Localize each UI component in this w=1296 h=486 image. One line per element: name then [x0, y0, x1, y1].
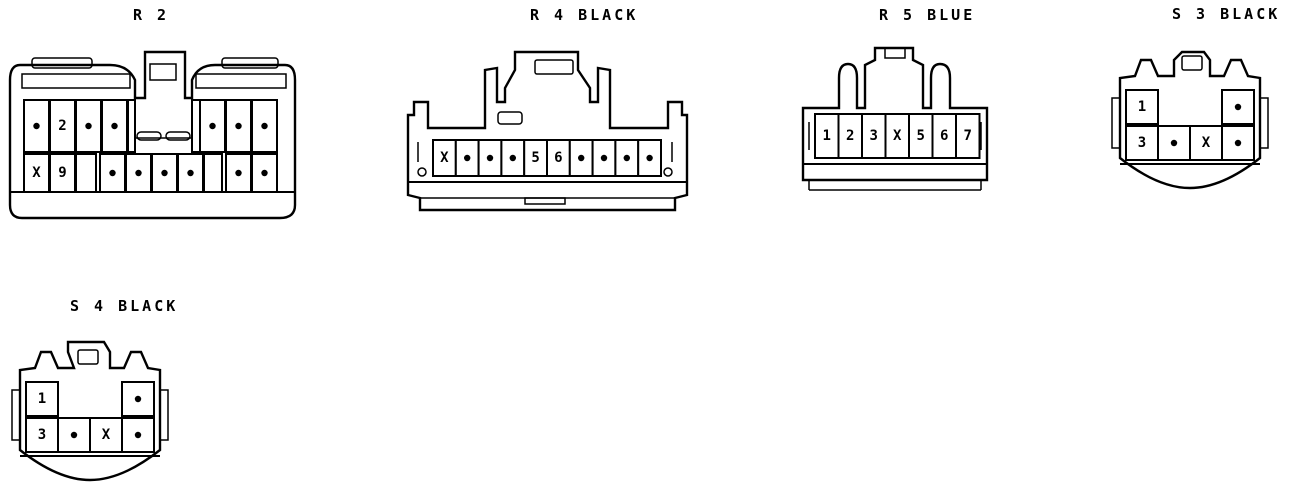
r2-pin-dot: [33, 122, 40, 130]
r2-pin-dot: [261, 169, 268, 177]
r2-cell: [191, 99, 201, 153]
r4-pin-dot: [646, 154, 653, 162]
connector-s3-diagram: 1 3 X: [1111, 50, 1269, 190]
r2-cell: [203, 153, 223, 193]
r2-pin-dot: [235, 169, 242, 177]
connector-s4-title: S 4 BLACK: [70, 297, 179, 315]
connector-r4-title: R 4 BLACK: [530, 6, 639, 24]
r5-pin-label: 1: [823, 128, 831, 144]
r4-pin-label: 6: [554, 150, 562, 166]
s4-pin-dot: [134, 395, 142, 403]
r2-pin-grid: 2X 9: [23, 99, 278, 193]
r4-pin-dot: [509, 154, 516, 162]
s4-pin-label: 3: [38, 427, 46, 443]
r5-pin-label: 7: [964, 128, 972, 144]
s4-pin-label: X: [102, 427, 111, 443]
s4-cell: [89, 417, 123, 453]
r2-cell: [125, 153, 152, 193]
s3-pin-label: 1: [1138, 99, 1146, 115]
r2-pin-dot: [209, 122, 216, 130]
s3-cell: [1125, 125, 1159, 161]
r2-pin-dot: [111, 122, 118, 130]
s3-cell: [1125, 89, 1159, 125]
r4-pin-dot: [578, 154, 585, 162]
connector-r5-title: R 5 BLUE: [879, 6, 976, 24]
s4-pin-dot: [134, 431, 142, 439]
r5-pin-label: 2: [846, 128, 854, 144]
r4-pin-dot: [600, 154, 608, 162]
s4-pin-dot: [70, 431, 78, 439]
r5-pin-label: 3: [870, 128, 878, 144]
s3-pin-grid: 1 3 X: [1125, 89, 1255, 161]
r4-pin-dot: [486, 154, 494, 162]
s3-pin-dot: [1234, 139, 1242, 147]
r2-cell: [75, 153, 97, 193]
r2-pin-dot: [109, 169, 116, 177]
connector-r2-diagram: 2X 9: [8, 50, 297, 220]
r5-pin-label: 5: [917, 128, 925, 144]
r2-pin-dot: [161, 169, 168, 177]
r4-pin-label: 5: [531, 150, 539, 166]
r2-pin-label: X: [32, 165, 41, 181]
r2-cell: [127, 99, 136, 153]
r2-pin-dot: [85, 122, 92, 130]
s3-pin-label: X: [1202, 135, 1211, 151]
connector-r2-title: R 2: [133, 6, 170, 24]
r5-pin-label: 6: [940, 128, 948, 144]
s4-pin-grid: 1 3 X: [25, 381, 155, 453]
r2-pin-label: 2: [58, 118, 66, 134]
r2-cell: [151, 153, 178, 193]
r2-pin-dot: [135, 169, 142, 177]
connector-s3-title: S 3 BLACK: [1172, 5, 1281, 23]
r2-pin-dot: [261, 122, 268, 130]
r5-cell: [955, 113, 981, 159]
r2-pin-dot: [187, 169, 194, 177]
s4-cell: [25, 381, 59, 417]
r2-cell: [49, 153, 76, 193]
r2-cell: [23, 153, 50, 193]
r4-pin-label: X: [440, 150, 449, 166]
r2-pin-dot: [235, 122, 242, 130]
s3-pin-dot: [1234, 103, 1242, 111]
r4-pin-dot: [464, 154, 471, 162]
r5-pin-label: X: [893, 128, 902, 144]
r2-pin-label: 9: [58, 165, 66, 181]
s3-pin-dot: [1170, 139, 1178, 147]
r2-cell: [49, 99, 76, 153]
r4-pin-dot: [623, 154, 630, 162]
s4-pin-label: 1: [38, 391, 46, 407]
s3-pin-label: 3: [1138, 135, 1146, 151]
connector-s4-diagram: 1 3 X: [11, 340, 169, 482]
